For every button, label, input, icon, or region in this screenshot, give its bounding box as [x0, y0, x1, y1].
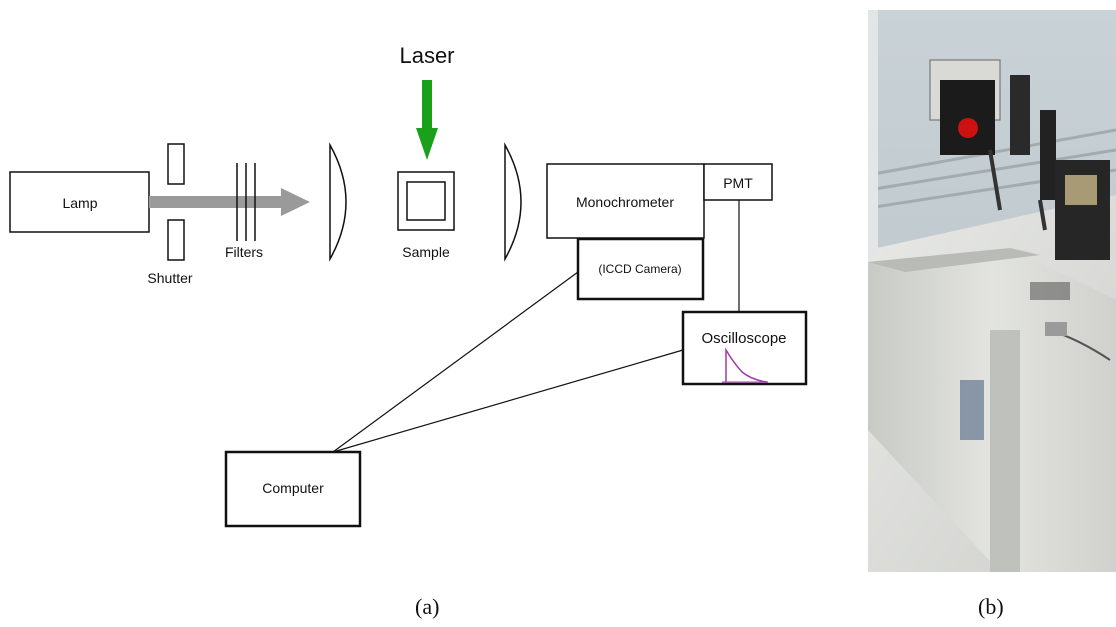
sample-label: Sample	[402, 244, 450, 260]
shutter: Shutter	[147, 143, 193, 286]
pmt: PMT	[703, 163, 773, 201]
iccd-camera: (ICCD Camera)	[576, 237, 705, 301]
laser-arrow-head	[416, 128, 438, 160]
pmt-label: PMT	[723, 175, 753, 191]
computer-label: Computer	[262, 480, 324, 496]
caption-a: (a)	[415, 594, 440, 619]
iccd-label: (ICCD Camera)	[598, 262, 681, 276]
computer: Computer	[224, 450, 362, 528]
filters: Filters	[225, 163, 263, 260]
lamp: Lamp	[9, 171, 150, 233]
decay-trace	[725, 347, 768, 383]
monochromator: Monochrometer	[546, 163, 705, 239]
shutter-label: Shutter	[147, 270, 192, 286]
monochromator-label: Monochrometer	[576, 194, 674, 210]
oscilloscope-computer-cable	[332, 349, 684, 453]
lens-1	[329, 142, 347, 262]
lab-setup-photo	[868, 10, 1116, 572]
cables	[332, 200, 740, 453]
camera-computer-cable	[332, 271, 579, 453]
filters-label: Filters	[225, 244, 263, 260]
lens-2	[504, 142, 522, 262]
oscilloscope: Oscilloscope	[681, 310, 808, 386]
laser: Laser	[399, 43, 455, 160]
sample: Sample	[397, 171, 455, 260]
beam-arrow	[149, 188, 310, 216]
oscilloscope-label: Oscilloscope	[701, 330, 786, 347]
caption-b: (b)	[978, 594, 1004, 619]
lamp-label: Lamp	[62, 195, 97, 211]
laser-label: Laser	[399, 43, 454, 68]
laser-arrow-shaft	[422, 80, 432, 130]
